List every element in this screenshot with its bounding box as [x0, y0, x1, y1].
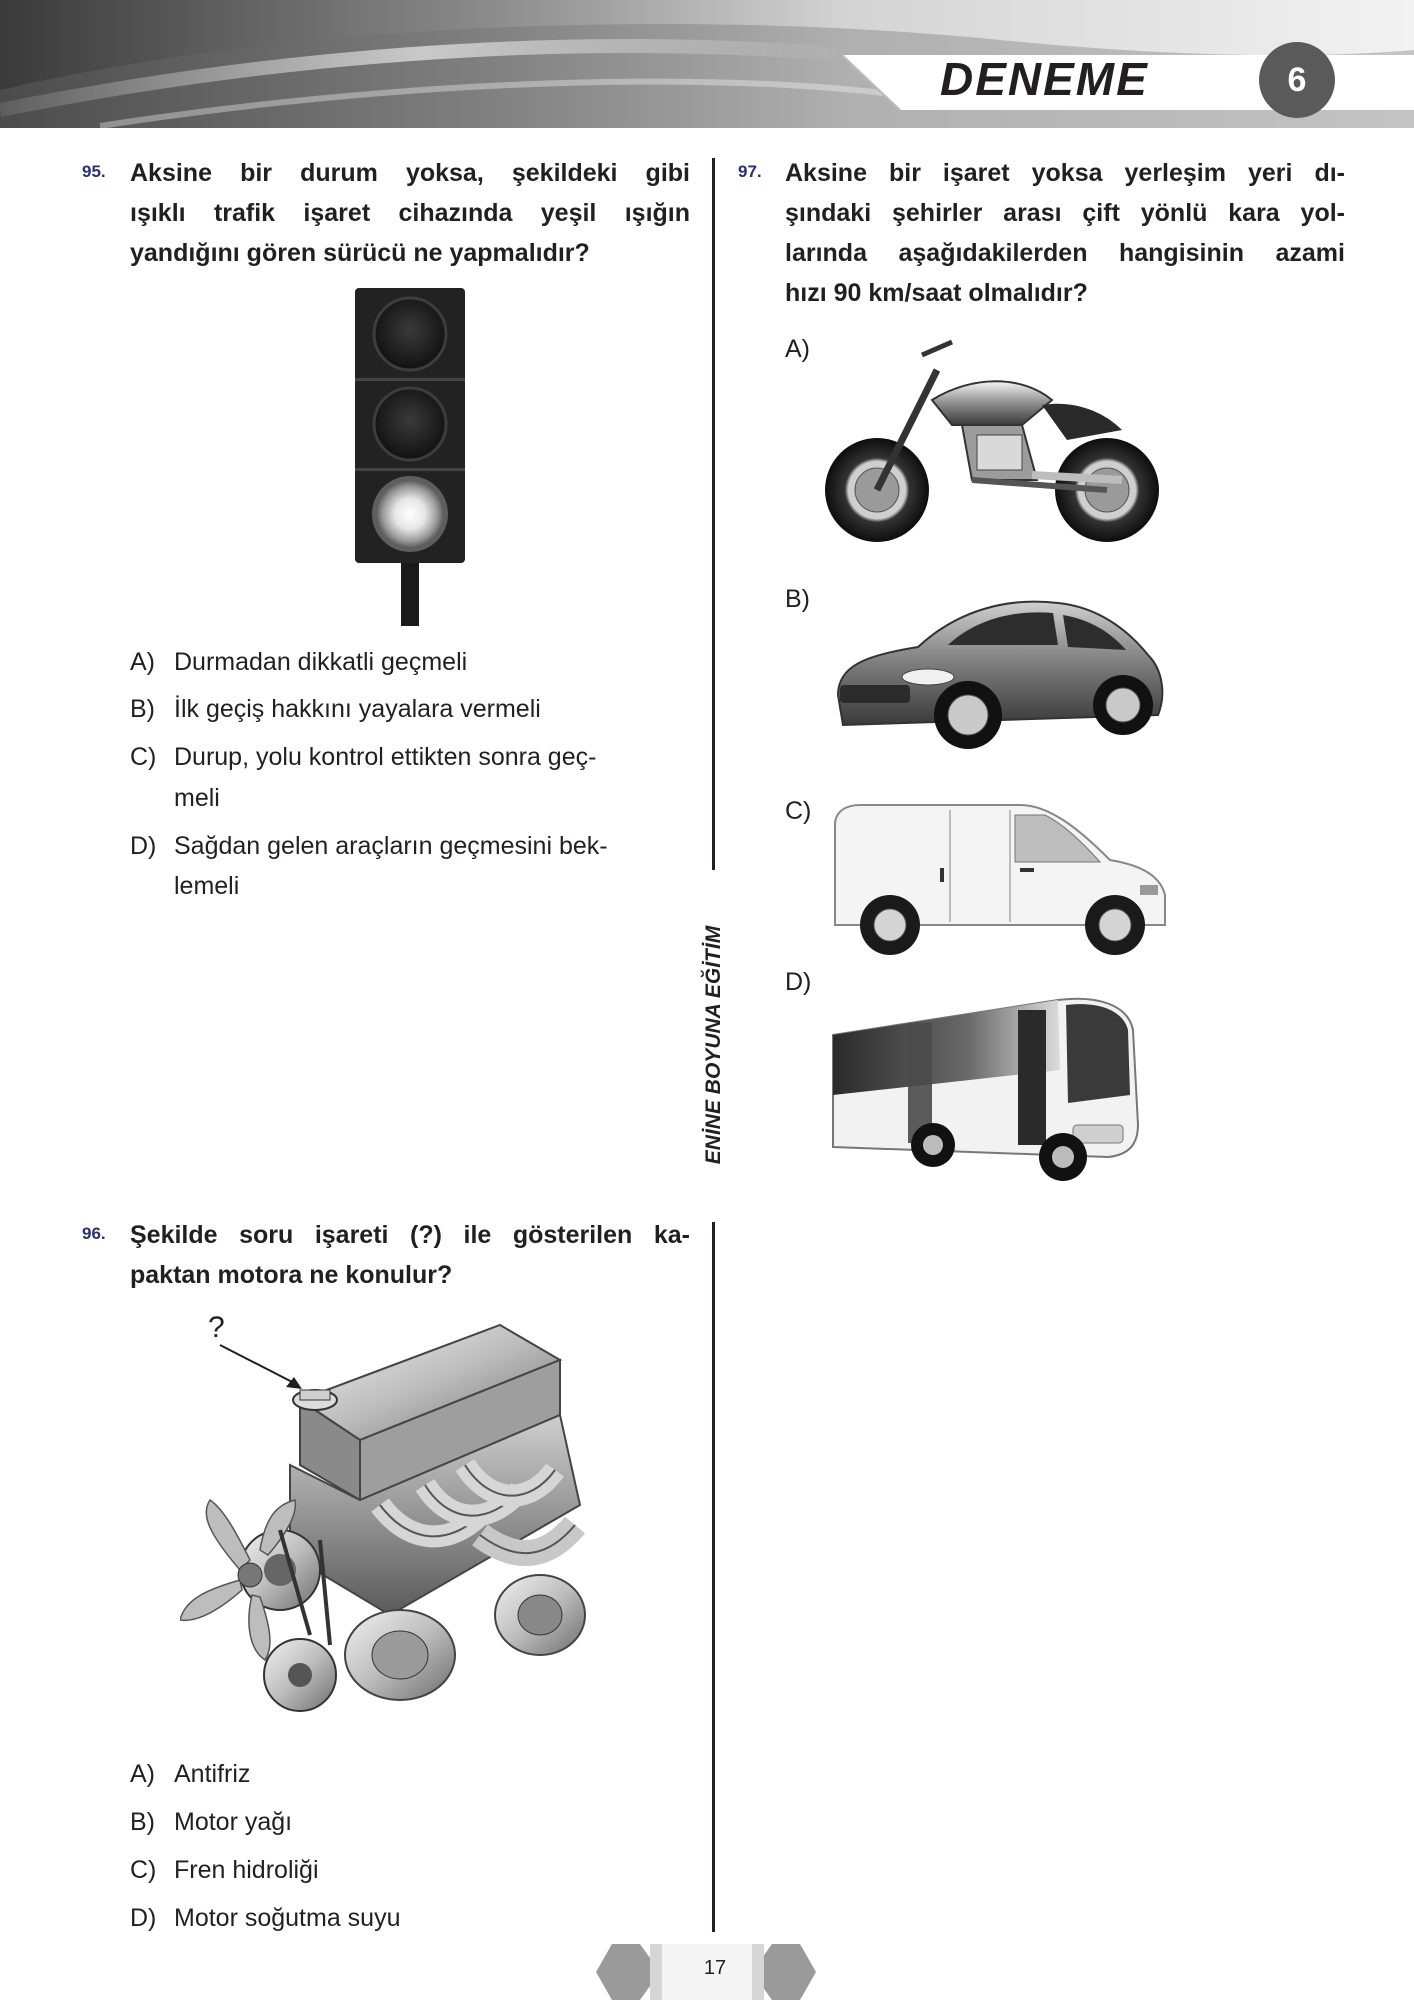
option-letter: A): [130, 1760, 155, 1788]
option-letter: B): [130, 695, 155, 723]
question-text-line: yandığını gören sürücü ne yapmalıdır?: [130, 239, 590, 267]
option-d-continuation: lemeli: [174, 872, 240, 900]
question-number: 95.: [82, 162, 106, 181]
option-d[interactable]: D) Sağdan gelen araçların geçmesini bek-: [130, 826, 608, 866]
option-letter: A): [130, 648, 155, 676]
option-b-label[interactable]: B): [785, 585, 810, 613]
question-text-line: Şekilde soru işareti (?) ile gösterilen …: [130, 1221, 690, 1249]
option-b[interactable]: B) Motor yağı: [130, 1802, 292, 1842]
question-text-line: Aksine bir durum yoksa, şekildeki gibi: [130, 159, 690, 187]
question-text-line: larında aşağıdakilerden hangisinin azami: [785, 239, 1345, 267]
column-divider: [712, 158, 715, 870]
option-c[interactable]: C) Durup, yolu kontrol ettikten sonra geç…: [130, 737, 596, 777]
deneme-number-circle: [1259, 42, 1335, 118]
option-text: Motor soğutma suyu: [174, 1904, 401, 1932]
option-b[interactable]: B) İlk geçiş hakkını yayalara vermeli: [130, 689, 541, 729]
deneme-title: DENEME: [940, 53, 1149, 105]
option-text: İlk geçiş hakkını yayalara vermeli: [174, 695, 541, 723]
option-text: Antifriz: [174, 1760, 251, 1788]
vertical-brand-text: ENİNE BOYUNA EĞİTİM: [702, 925, 725, 1165]
option-d-label[interactable]: D): [785, 968, 812, 996]
traffic-light-icon: [355, 288, 465, 626]
car-icon[interactable]: [828, 585, 1168, 755]
option-d[interactable]: D) Motor soğutma suyu: [130, 1898, 401, 1938]
option-text: Durup, yolu kontrol ettikten sonra geç-: [174, 743, 597, 771]
deneme-number: 6: [1287, 61, 1307, 99]
question-text-line: şındaki şehirler arası çift yönlü kara y…: [785, 199, 1345, 227]
option-c-label[interactable]: C): [785, 797, 812, 825]
option-text: Fren hidroliği: [174, 1856, 319, 1884]
motorcycle-icon[interactable]: [822, 330, 1162, 550]
question-text-line: hızı 90 km/saat olmalıdır?: [785, 279, 1088, 307]
option-letter: B): [130, 1808, 155, 1836]
engine-icon: ?: [180, 1311, 586, 1712]
option-c-continuation: meli: [174, 784, 220, 812]
option-text: Sağdan gelen araçların geçmesini bek-: [174, 832, 608, 860]
option-a[interactable]: A) Durmadan dikkatli geçmeli: [130, 642, 467, 682]
page-header: DENEME 6: [0, 0, 1414, 140]
question-number: 96.: [82, 1224, 106, 1243]
page-number: 17: [703, 1957, 727, 1979]
option-letter: C): [130, 743, 157, 771]
option-c[interactable]: C) Fren hidroliği: [130, 1850, 319, 1890]
figure-question-mark: ?: [208, 1311, 225, 1344]
option-letter: D): [130, 1904, 157, 1932]
van-icon[interactable]: [830, 800, 1170, 960]
bus-icon[interactable]: [828, 975, 1168, 1190]
option-a-label[interactable]: A): [785, 335, 810, 363]
question-text-line: Aksine bir işaret yoksa yerleşim yeri dı…: [785, 159, 1345, 187]
option-letter: C): [130, 1856, 157, 1884]
question-text-line: ışıklı trafik işaret cihazında yeşil ışı…: [130, 199, 690, 227]
question-number: 97.: [738, 162, 762, 181]
option-text: Motor yağı: [174, 1808, 293, 1836]
option-letter: D): [130, 832, 157, 860]
option-a[interactable]: A) Antifriz: [130, 1754, 250, 1794]
option-text: Durmadan dikkatli geçmeli: [174, 648, 468, 676]
column-divider: [712, 1222, 715, 1932]
question-text-line: paktan motora ne konulur?: [130, 1261, 453, 1289]
